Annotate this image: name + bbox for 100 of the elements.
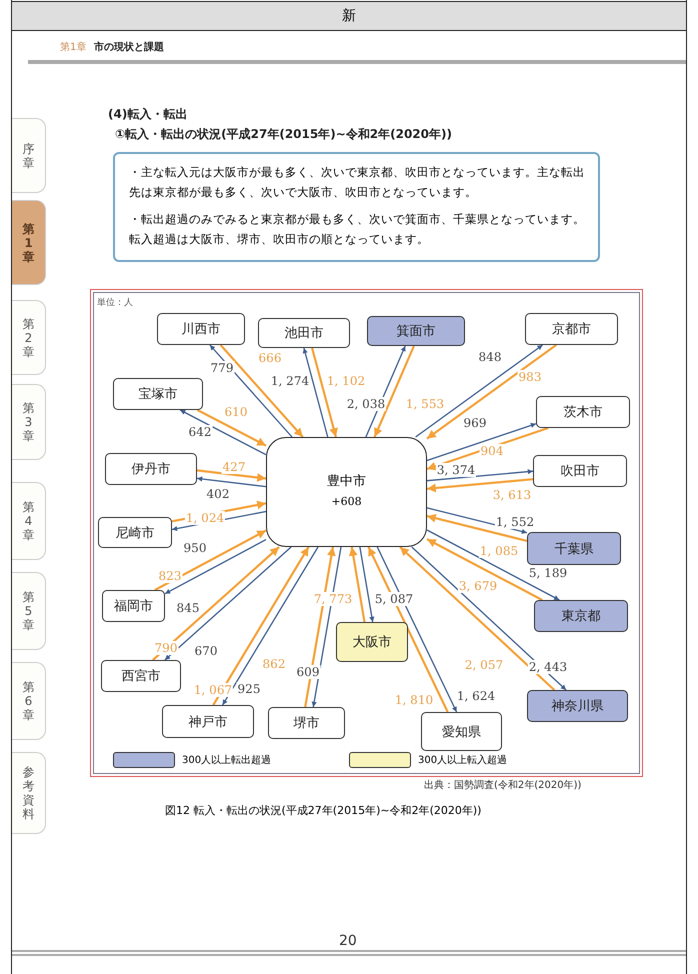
- arrow: [154, 530, 267, 591]
- arrow: [415, 344, 543, 438]
- chapter-tab: 第5章: [12, 572, 46, 650]
- city-box: 池田市: [258, 318, 350, 348]
- edge-label: 609: [296, 665, 320, 679]
- city-box: 福岡市: [102, 590, 165, 622]
- legend-text: 300人以上転出超過: [182, 754, 272, 767]
- bullet-text: ・主な転入元は大阪市が最も多く、次いで東京都、吹田市となっています。主な転出先は東京都が最も多く、次いで大阪市、吹田市となっています。: [129, 164, 586, 201]
- edge-label: 950: [182, 541, 208, 555]
- arrow: [426, 538, 543, 601]
- edge-label: 790: [154, 641, 178, 655]
- arrow: [222, 546, 319, 706]
- arrow: [426, 529, 560, 601]
- arrow: [196, 409, 266, 447]
- edge-label: 969: [462, 416, 488, 430]
- edge-label: 610: [224, 405, 248, 419]
- arrow: [196, 476, 266, 488]
- arrow: [164, 539, 266, 594]
- arrow: [426, 478, 534, 492]
- hub-box: [266, 437, 427, 547]
- city-box: 千葉県: [527, 532, 621, 565]
- edge-label: 779: [210, 361, 234, 375]
- chapter-tab: 参考資料: [12, 752, 46, 834]
- city-box: 愛知県: [421, 712, 502, 751]
- arrow: [196, 469, 266, 482]
- header-band: 新: [11, 1, 687, 31]
- page-number: 20: [339, 933, 357, 949]
- arrow: [220, 344, 304, 438]
- chapter-tab: 第1章: [12, 200, 46, 285]
- edge-label: 848: [478, 350, 502, 364]
- city-box: 京都市: [525, 313, 618, 345]
- arrow: [164, 546, 292, 660]
- edge-label: 1, 553: [404, 397, 446, 411]
- arrow: [212, 546, 310, 706]
- summary-box: [113, 152, 600, 262]
- source-note: 出典：国勢調査(令和2年(2020年)): [424, 778, 582, 792]
- edge-label: 2, 038: [346, 397, 386, 411]
- chapter-tab: 第4章: [12, 482, 46, 560]
- arrow: [426, 344, 557, 440]
- subsection-heading: ①転入・転出の状況(平成27年(2015年)~令和2年(2020年)): [115, 126, 452, 143]
- chapter-title: 市の現状と課題: [94, 40, 164, 54]
- edge-label: 862: [262, 657, 286, 671]
- balance-value: +608: [331, 494, 362, 510]
- edge-label: 1, 024: [184, 511, 226, 525]
- arrow: [374, 346, 415, 438]
- edge-label: 427: [222, 460, 246, 474]
- chapter-number: 第1章: [60, 40, 86, 54]
- edge-label: 402: [206, 487, 230, 501]
- edge-label: 904: [480, 444, 504, 458]
- city-box: 東京都: [534, 600, 628, 632]
- edge-label: 1, 085: [478, 544, 520, 558]
- unit-note: 単位：人: [97, 296, 133, 309]
- bullet-text: ・転出超過のみでみると東京都が最も多く、次いで箕面市、千葉県となっています。転入超過は大阪市、堺市、吹田市の順となっています。: [129, 211, 586, 248]
- city-box: 西宮市: [101, 660, 181, 692]
- edge-label: 3, 613: [492, 488, 532, 502]
- city-box: 川西市: [157, 313, 245, 345]
- section-heading: (4)転入・転出: [108, 106, 188, 123]
- city-box: 大阪市: [336, 622, 408, 662]
- city-name: 豊中市: [327, 473, 366, 491]
- city-box: 吹田市: [533, 455, 627, 487]
- arrow: [311, 348, 338, 438]
- chapter-tab: 第6章: [12, 662, 46, 740]
- arrow: [426, 514, 528, 542]
- edge-label: 1, 624: [456, 689, 496, 703]
- arrow: [376, 546, 458, 712]
- city-box: 神奈川県: [527, 690, 628, 722]
- edge-label: 1, 067: [192, 683, 234, 697]
- edge-label: 1, 810: [394, 693, 434, 707]
- edge-label: 3, 374: [436, 463, 476, 477]
- edge-label: 7, 773: [312, 592, 354, 606]
- arrow: [302, 348, 328, 438]
- arrow: [152, 546, 280, 661]
- city-box: 伊丹市: [105, 453, 197, 485]
- edge-label: 5, 087: [374, 592, 414, 606]
- edge-label: 823: [158, 569, 182, 583]
- chapter-tab: 序章: [12, 118, 46, 193]
- arrow: [426, 422, 536, 462]
- edge-label: 3, 679: [458, 579, 498, 593]
- city-box: 神戸市: [162, 705, 254, 738]
- edge-label: 670: [194, 644, 218, 658]
- edge-label: 2, 443: [528, 660, 568, 674]
- edge-label: 1, 552: [494, 515, 536, 529]
- arrow: [359, 546, 374, 622]
- edge-label: 983: [518, 370, 542, 384]
- edge-label: 5, 189: [528, 566, 568, 580]
- chapter-tab: 第3章: [12, 384, 46, 460]
- chapter-tab: 第2章: [12, 300, 46, 375]
- arrow: [426, 469, 534, 482]
- arrow: [368, 546, 449, 712]
- edge-label: 845: [176, 601, 200, 615]
- edge-label: 1, 102: [326, 374, 366, 388]
- figure-caption: 図12 転入・転出の状況(平成27年(2015年)~令和2年(2020年)): [165, 803, 482, 818]
- city-box: 堺市: [268, 707, 345, 739]
- legend-text: 300人以上転入超過: [418, 754, 508, 767]
- edge-label: 925: [236, 682, 262, 696]
- city-box: 箕面市: [367, 316, 465, 346]
- arrow: [180, 409, 266, 456]
- edge-label: 666: [258, 351, 282, 365]
- edge-label: 1, 274: [270, 374, 310, 388]
- edge-label: 2, 057: [464, 658, 504, 672]
